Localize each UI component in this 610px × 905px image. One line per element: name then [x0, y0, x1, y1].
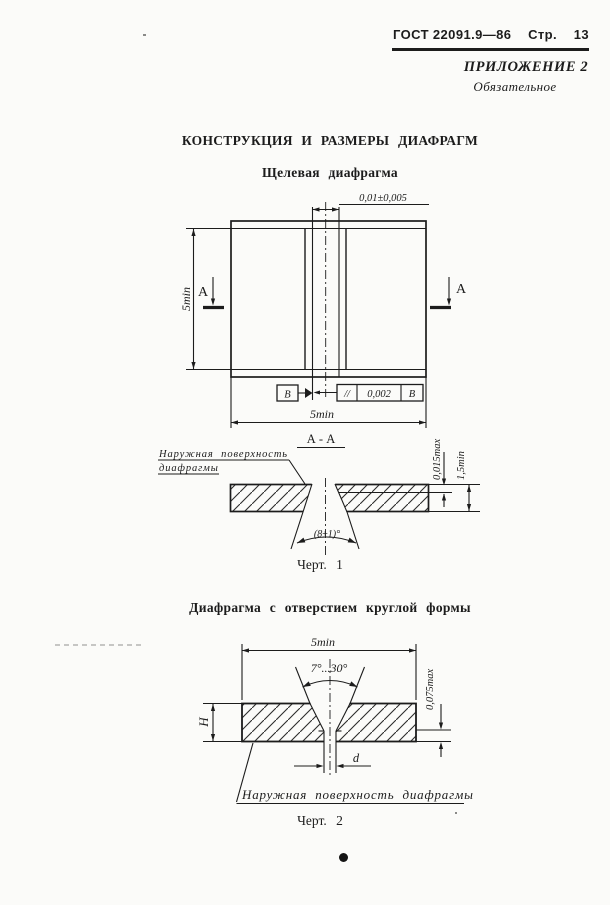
surface-note-line2: диафрагмы [159, 463, 219, 474]
diameter-label: d [353, 751, 360, 765]
land-depth-label: 0,015max [432, 439, 443, 480]
datum-letter: В [284, 390, 291, 401]
appendix-label: ПРИЛОЖЕНИЕ 2 [463, 59, 589, 75]
thickness-label: 1,5min [456, 451, 467, 480]
figure2-labels: 5min 7°...30° 0,075max Н d Наружная пове… [196, 635, 474, 802]
page-header: ГОСТ 22091.9—86 Стр. 13 [393, 27, 589, 42]
surface-note: Наружная поверхность диафрагмы [241, 787, 474, 802]
appendix-kind: Обязательное [473, 79, 557, 94]
width-label: 5min [310, 407, 334, 421]
width-label: 5min [311, 635, 335, 649]
document-title: КОНСТРУКЦИЯ И РАЗМЕРЫ ДИАФРАГМ [181, 133, 479, 148]
figure2-geometry [203, 644, 464, 805]
datum-triangle [305, 388, 313, 398]
plate-outline [230, 220, 427, 378]
figure2-subtitle: Диафрагма с отверстием круглой формы [189, 600, 471, 615]
cut-letter-left: А [198, 285, 209, 300]
figure1-caption: Черт. 1 [297, 557, 343, 572]
tolerance-datum: В [409, 389, 416, 400]
parallelism-symbol: // [343, 389, 351, 400]
slit-width-label: 0,01±0,005 [359, 193, 407, 204]
standard-number: ГОСТ 22091.9—86 [393, 27, 512, 42]
tolerance-value: 0,002 [367, 389, 391, 400]
block-height-label: Н [196, 717, 211, 728]
section-view-title: А - А [307, 432, 335, 446]
figure1-labels: 0,01±0,005 5min А А В // 0,002 В 5min А … [158, 193, 467, 540]
cut-letter-right: А [456, 282, 467, 297]
figure1-drawing: 0,01±0,005 5min А А В // 0,002 В 5min А … [158, 193, 480, 556]
figure1-geometry [158, 202, 480, 556]
figure2-caption: Черт. 2 [297, 813, 343, 828]
land-height-label: 0,075max [425, 669, 436, 710]
slit-angle-label: (8±1)° [314, 529, 340, 540]
header-rule [392, 48, 589, 51]
page-word: Стр. [528, 27, 558, 42]
surface-note-line1: Наружная поверхность [158, 449, 288, 460]
ink-dot [339, 853, 348, 862]
cone-angle-label: 7°...30° [311, 661, 348, 675]
figure2-drawing: 5min 7°...30° 0,075max Н d Наружная пове… [196, 635, 473, 805]
page-number: 13 [573, 27, 589, 42]
scan-speck [455, 812, 457, 814]
scan-artifact-line [55, 644, 141, 646]
height-label: 5min [179, 287, 193, 311]
figure2-arrowheads [210, 648, 444, 769]
scan-speck [143, 34, 146, 36]
figure1-arrowheads [191, 207, 472, 543]
slit-notch [303, 483, 347, 514]
figure1-subtitle: Щелевая диафрагма [262, 165, 398, 180]
